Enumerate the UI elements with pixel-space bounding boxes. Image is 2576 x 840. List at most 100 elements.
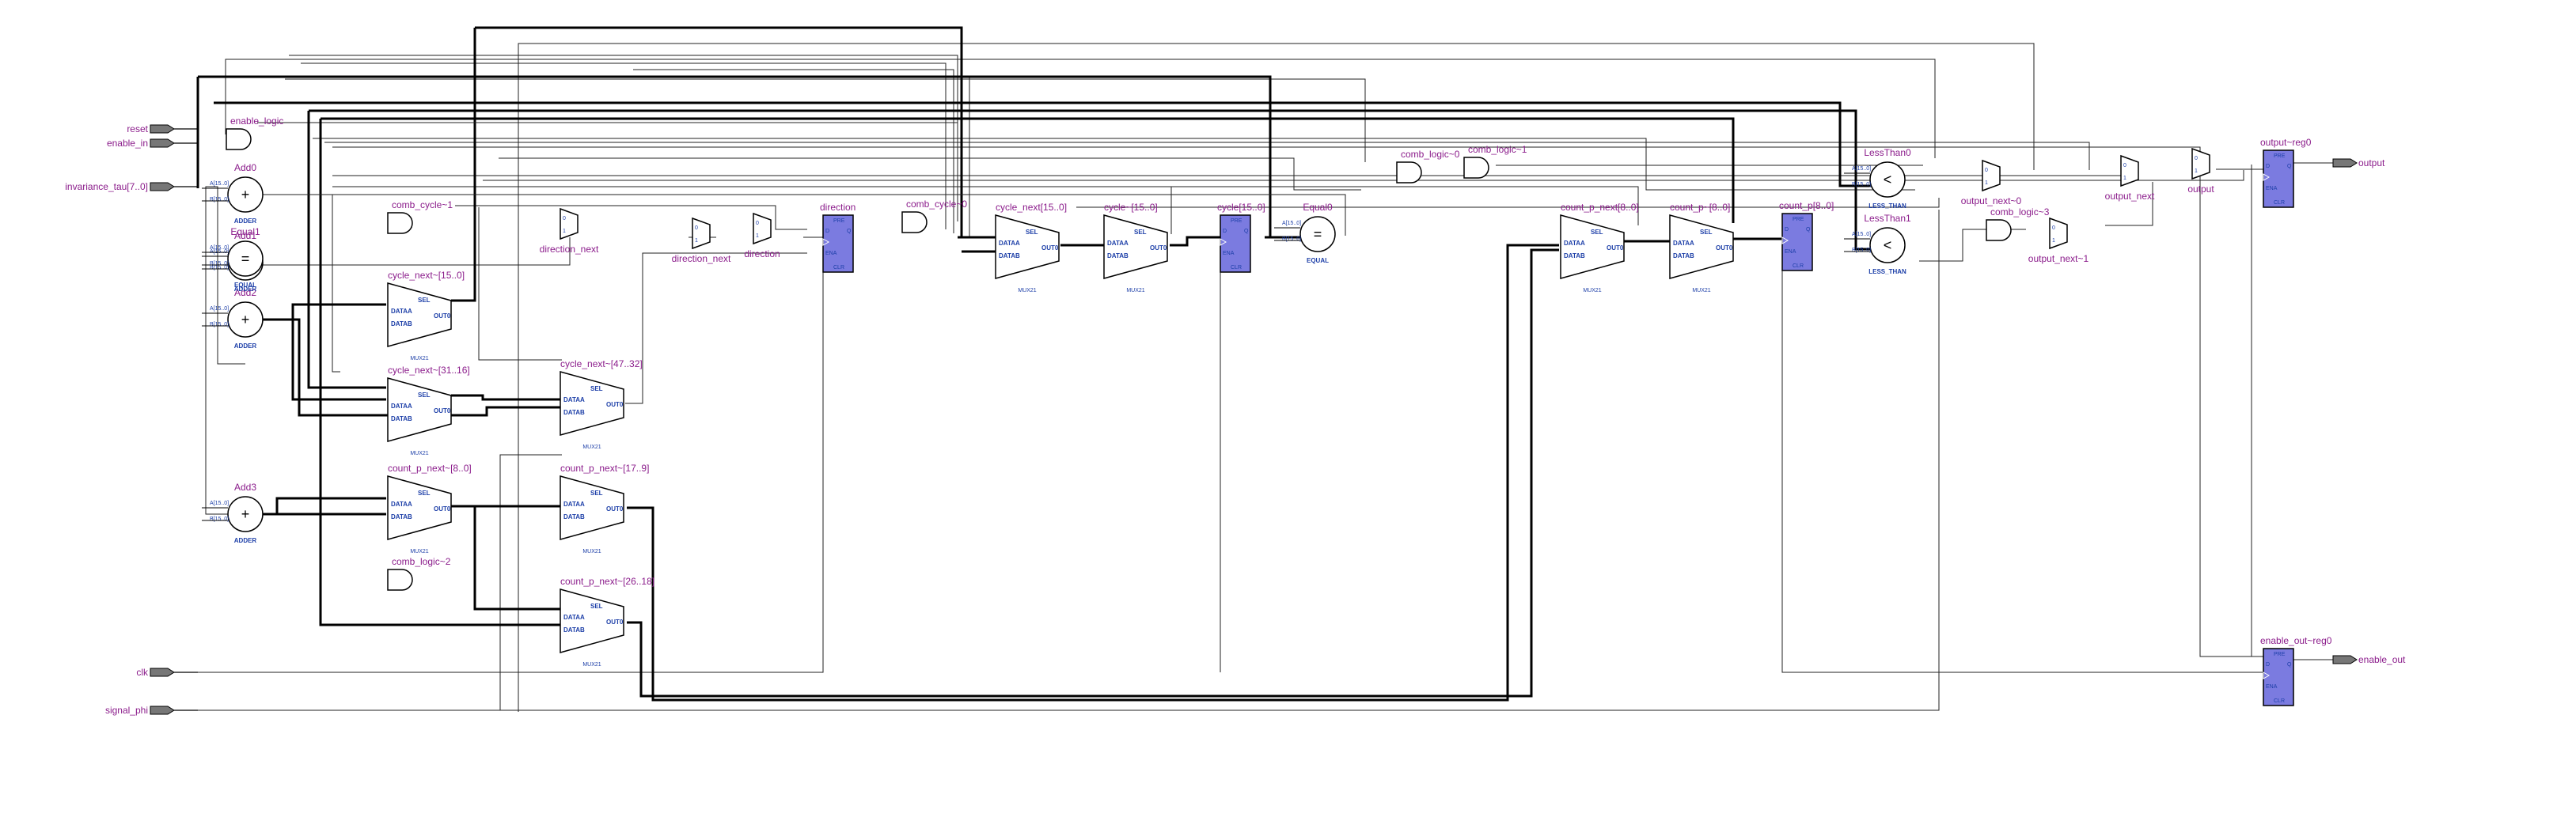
gate-name: comb_logic~0 bbox=[1401, 149, 1460, 160]
mux-dataa-port: DATAA bbox=[391, 501, 412, 508]
wire bbox=[1170, 236, 1220, 247]
mux21: count_p_next~[8..0]SELDATAADATABOUT0MUX2… bbox=[387, 463, 472, 554]
mux-body bbox=[387, 377, 452, 442]
comparator-operator: = bbox=[1314, 226, 1322, 242]
mux-datab-port: DATAB bbox=[999, 252, 1020, 259]
mux-datab-port: DATAB bbox=[1564, 252, 1585, 259]
register-clr-port: CLR bbox=[2274, 698, 2285, 704]
nodes: resetenable_ininvariance_tau[7..0]clksig… bbox=[65, 115, 2406, 716]
port-label: B[15..0] bbox=[1282, 236, 1301, 242]
clock-marker bbox=[2263, 173, 2271, 181]
and-gate: comb_logic~0 bbox=[1396, 149, 1460, 184]
wire bbox=[451, 394, 560, 401]
small-mux-port: 0 bbox=[2195, 156, 2198, 161]
wire bbox=[499, 157, 1361, 191]
register-pre-port: PRE bbox=[833, 218, 845, 224]
register-name: enable_out~reg0 bbox=[2260, 635, 2332, 646]
wire bbox=[2105, 182, 2153, 226]
mux-out-port: OUT0 bbox=[606, 505, 624, 513]
port-label: B[15..0] bbox=[1852, 182, 1871, 187]
register-ena-port: ENA bbox=[2266, 186, 2278, 191]
mux-type: MUX21 bbox=[410, 451, 428, 456]
gate-name: comb_logic~3 bbox=[1990, 206, 2050, 218]
small-mux-port: 1 bbox=[2123, 176, 2126, 181]
wire bbox=[665, 75, 970, 237]
gate-name: comb_logic~2 bbox=[392, 556, 451, 567]
small-mux-name: output_next~1 bbox=[2028, 253, 2089, 264]
wire bbox=[321, 117, 1735, 223]
mux-type: MUX21 bbox=[1692, 288, 1710, 293]
output-pin-label: enable_out bbox=[2358, 654, 2406, 665]
small-mux-body bbox=[2049, 217, 2068, 250]
mux-name: count_p_next[8..0] bbox=[1561, 202, 1639, 213]
adder-circle bbox=[227, 176, 264, 213]
register-clr-port: CLR bbox=[2274, 200, 2285, 206]
register-d-port: D bbox=[2266, 662, 2270, 668]
register-d-port: D bbox=[1785, 227, 1789, 233]
wire bbox=[261, 237, 571, 266]
mux-sel-port: SEL bbox=[590, 490, 603, 497]
register-clr-port: CLR bbox=[833, 265, 844, 271]
mux-datab-port: DATAB bbox=[1673, 252, 1694, 259]
small-mux-port: 1 bbox=[695, 238, 698, 244]
mux-dataa-port: DATAA bbox=[1107, 240, 1129, 247]
small-mux-body bbox=[2120, 154, 2139, 187]
port-label: A[15..0] bbox=[1282, 221, 1301, 226]
mux-dataa-port: DATAA bbox=[563, 501, 585, 508]
port-label: A[15..0] bbox=[1852, 232, 1871, 237]
clock-marker bbox=[822, 238, 830, 246]
mux-body bbox=[387, 282, 452, 347]
comparator-name: LessThan1 bbox=[1864, 213, 1911, 224]
mux-dataa-port: DATAA bbox=[563, 396, 585, 403]
register-pre-port: PRE bbox=[2274, 153, 2286, 159]
mux-type: MUX21 bbox=[410, 549, 428, 554]
wire bbox=[150, 210, 1940, 711]
and-gate-body bbox=[1986, 219, 2012, 241]
mux-sel-port: SEL bbox=[1026, 229, 1038, 236]
output-pin-symbol bbox=[2332, 158, 2358, 168]
register-ena-port: ENA bbox=[2266, 684, 2278, 690]
input-pin: invariance_tau[7..0] bbox=[65, 181, 198, 192]
mux-name: cycle_next[15..0] bbox=[996, 202, 1067, 213]
gate-name: comb_cycle~0 bbox=[906, 199, 967, 210]
register-name: count_p[8..0] bbox=[1779, 200, 1834, 211]
mux-type: MUX21 bbox=[582, 445, 601, 450]
wire bbox=[1781, 237, 2263, 673]
comparator-type: EQUAL bbox=[1307, 257, 1329, 264]
mux-dataa-port: DATAA bbox=[999, 240, 1020, 247]
mux-type: MUX21 bbox=[1583, 288, 1601, 293]
port-label: B[15..0] bbox=[210, 197, 229, 202]
mux-sel-port: SEL bbox=[1134, 229, 1147, 236]
comparator-operator: = bbox=[241, 251, 250, 267]
wire bbox=[261, 497, 386, 516]
small-mux-body bbox=[1982, 159, 2001, 192]
wire bbox=[261, 194, 1346, 236]
port-label: B[15..0] bbox=[210, 322, 229, 327]
small-mux-port: 0 bbox=[1985, 168, 1988, 173]
mux-sel-port: SEL bbox=[418, 392, 431, 399]
and-gate: comb_cycle~0 bbox=[901, 199, 967, 233]
wire bbox=[1076, 198, 1940, 208]
mux-name: count_p_next~[17..9] bbox=[560, 463, 649, 474]
clock-marker bbox=[1220, 238, 1227, 246]
register-d-port: D bbox=[2266, 164, 2270, 169]
mux-dataa-port: DATAA bbox=[1564, 240, 1585, 247]
and-gate-body bbox=[387, 569, 413, 591]
wire bbox=[289, 55, 958, 221]
comparator-operator: < bbox=[1884, 237, 1892, 253]
mux-body bbox=[560, 475, 624, 540]
mux-name: count_p~[8..0] bbox=[1670, 202, 1730, 213]
mux-type: MUX21 bbox=[582, 549, 601, 554]
adder-name: Add1 bbox=[234, 230, 256, 241]
and-gate: comb_logic~3 bbox=[1986, 206, 2050, 241]
wire bbox=[214, 101, 1887, 187]
